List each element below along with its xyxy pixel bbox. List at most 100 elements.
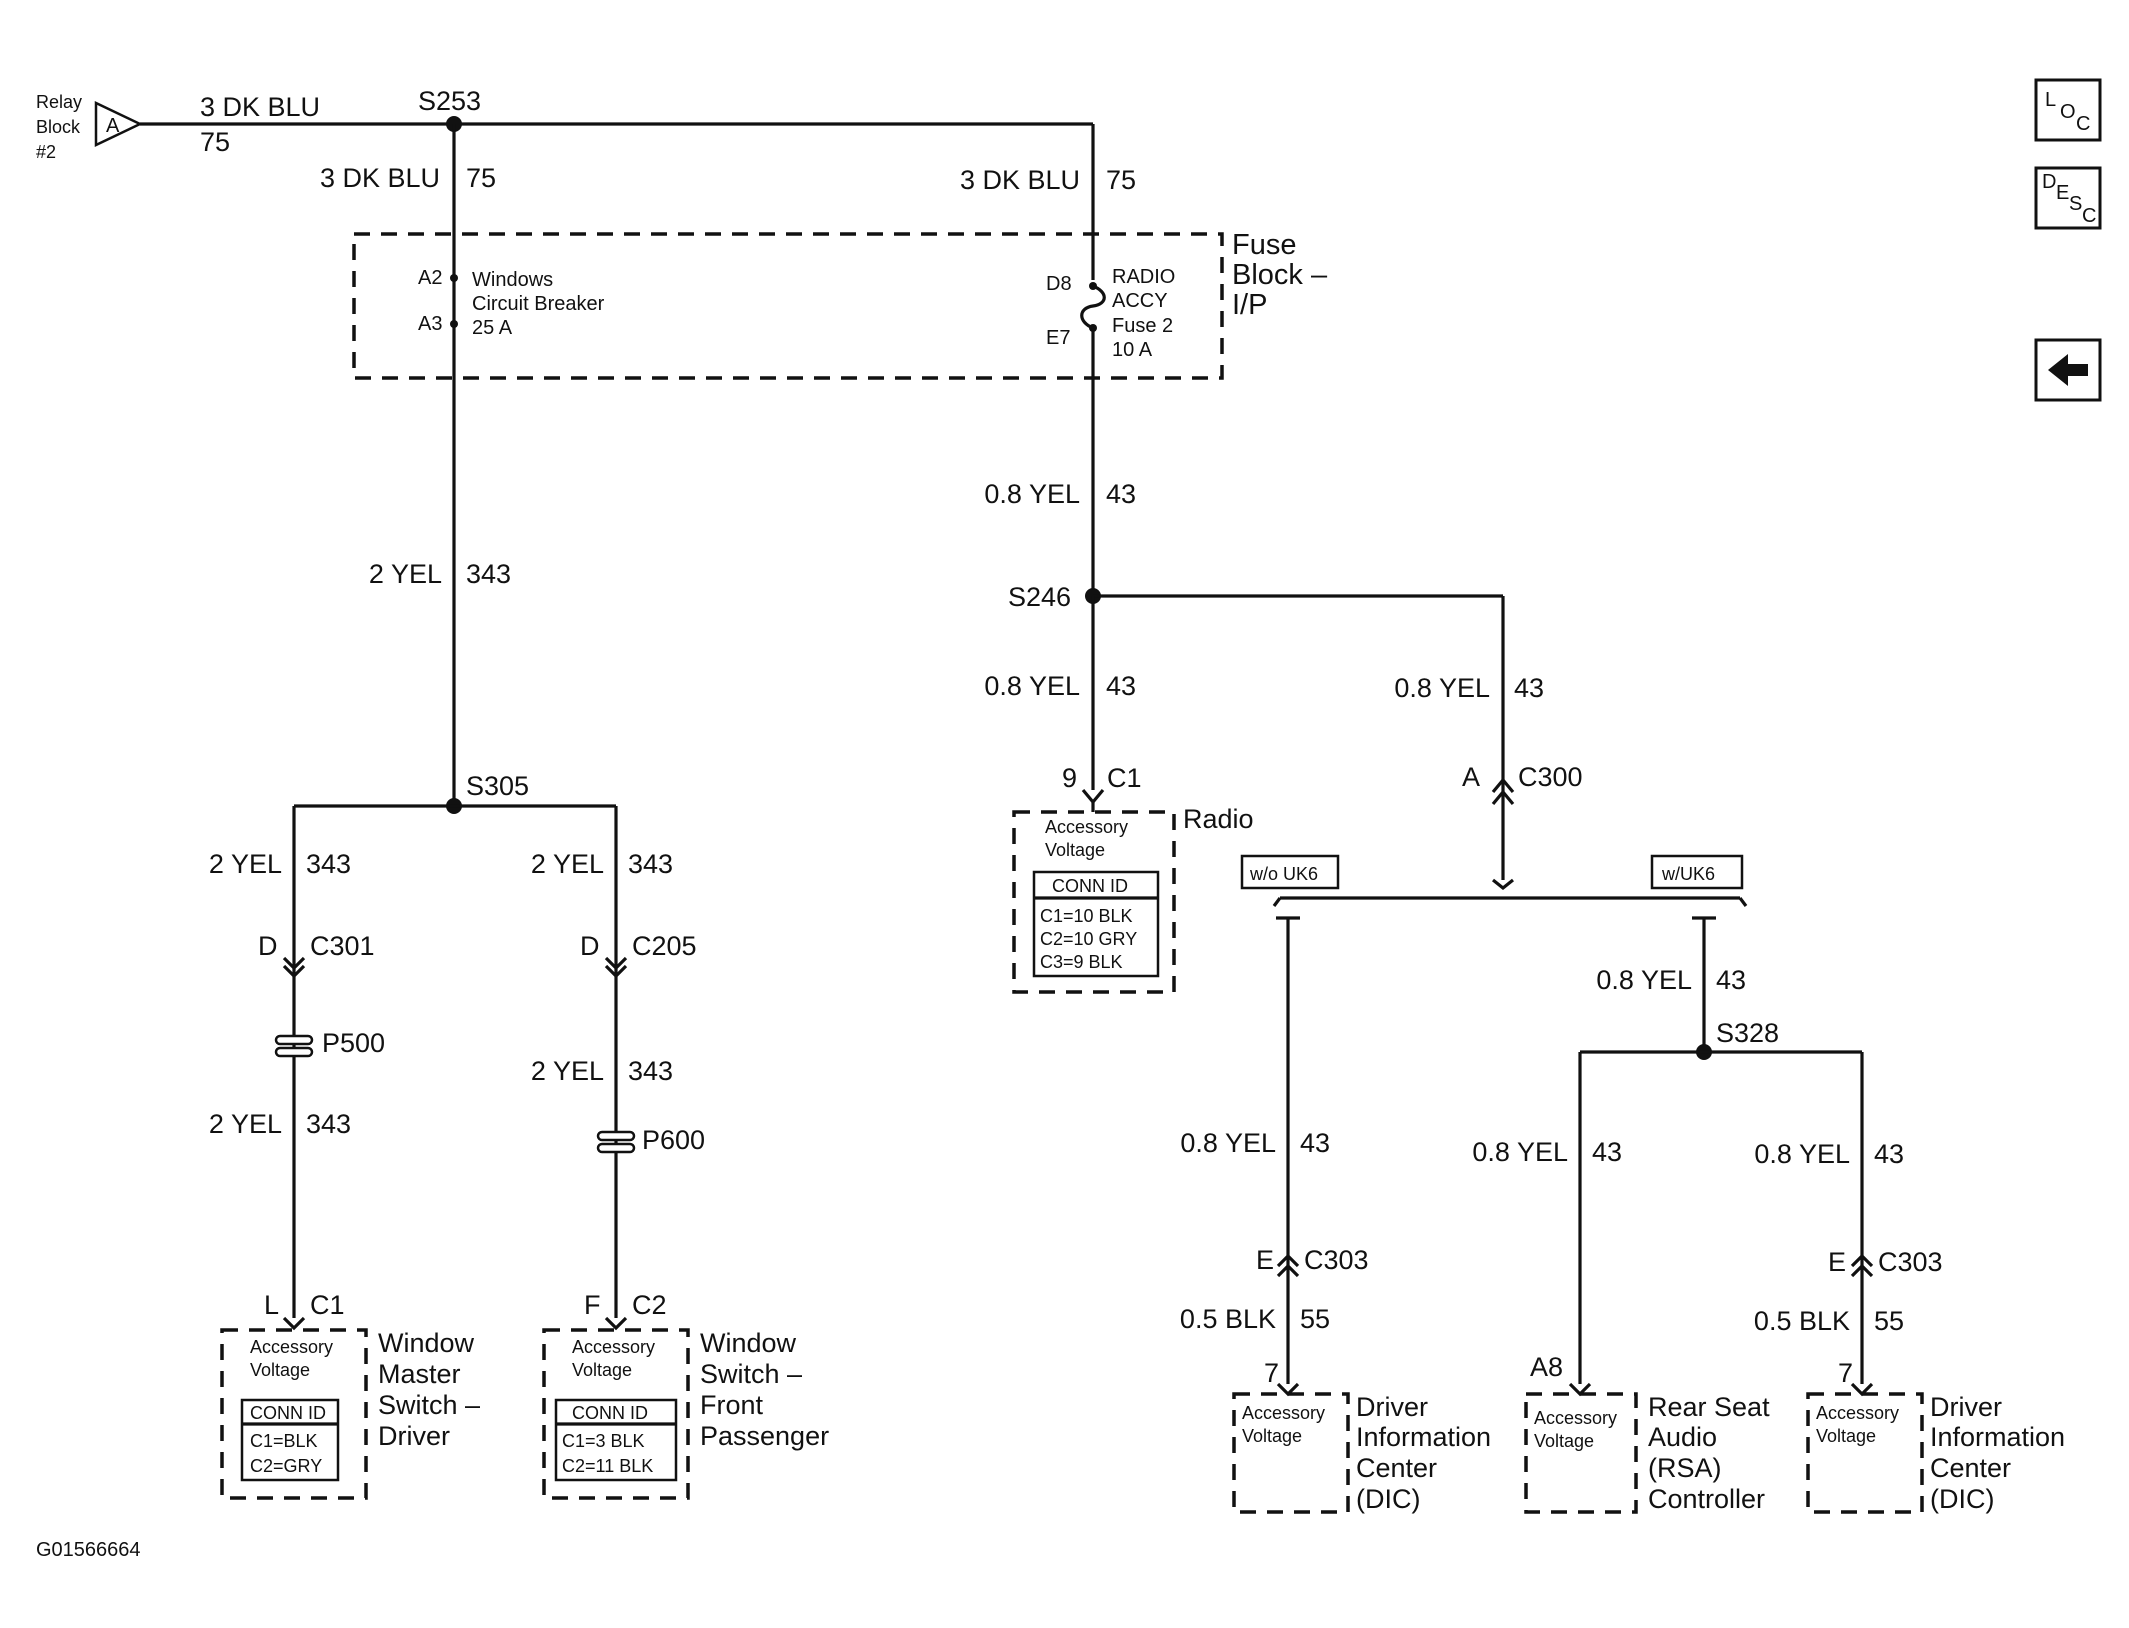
- driver-lower-wire-label: 2 YEL: [209, 1109, 282, 1139]
- driver-pin-label: L: [264, 1290, 279, 1320]
- c303b-connector-top: [1850, 1253, 1874, 1268]
- right-top-circuit-label: 75: [1106, 165, 1136, 195]
- c301-name: C301: [310, 931, 375, 961]
- fuse-label-3: Fuse 2: [1112, 315, 1173, 337]
- fuse-block-title-1: Fuse: [1232, 229, 1296, 261]
- dic2-inner-1: Accessory: [1816, 1403, 1899, 1423]
- splice-s328-label: S328: [1716, 1018, 1779, 1048]
- radio-conn-id-row-3: C3=9 BLK: [1040, 952, 1123, 972]
- fuse-pin-in-label: D8: [1046, 273, 1072, 295]
- c300-wire-label: 0.8 YEL: [1394, 673, 1490, 703]
- dic1-circuit-label: 43: [1300, 1128, 1330, 1158]
- rsa-outline: [1524, 1392, 1638, 1514]
- dic2-lower-wire-label: 0.5 BLK: [1754, 1306, 1850, 1336]
- dic2-pin-label: 7: [1838, 1358, 1853, 1388]
- dic2-circuit-label: 43: [1874, 1139, 1904, 1169]
- driver-pin-symbol: [282, 1316, 306, 1331]
- option-without-uk6-box: [1240, 854, 1340, 890]
- uk6-circuit-label: 43: [1716, 965, 1746, 995]
- window-master-inner-2: Voltage: [250, 1360, 310, 1380]
- driver-upper-circuit-label: 343: [306, 849, 351, 879]
- rsa-title-1: Rear Seat: [1648, 1392, 1770, 1422]
- splice-s253-label: S253: [418, 86, 481, 116]
- radio-conn-id-title: CONN ID: [1052, 876, 1128, 896]
- window-master-inner-1: Accessory: [250, 1337, 333, 1357]
- window-passenger-conn-id-title: CONN ID: [572, 1403, 648, 1423]
- loc-button[interactable]: L O C: [2034, 78, 2102, 142]
- driver-upper-wire-label: 2 YEL: [209, 849, 282, 879]
- passenger-pin-label: F: [584, 1290, 601, 1320]
- p500-upper-plate: [274, 1034, 314, 1046]
- fuse-block-title-2: Block –: [1232, 259, 1328, 291]
- p600-lower-plate: [596, 1142, 636, 1154]
- window-passenger-outline: [542, 1328, 690, 1500]
- window-master-title-2: Master: [378, 1359, 461, 1389]
- radio-connector-name: C1: [1107, 763, 1142, 793]
- desc-letter-c: C: [2082, 205, 2096, 227]
- c301-pin: D: [258, 931, 278, 961]
- radio-connector-symbol: [1081, 788, 1105, 805]
- dic2-title-4: (DIC): [1930, 1484, 1994, 1514]
- window-passenger-title-1: Window: [700, 1328, 797, 1358]
- back-button[interactable]: [2034, 338, 2102, 402]
- main-feed-wire-label: 3 DK BLU: [200, 92, 320, 122]
- option-with-uk6-box: [1650, 854, 1744, 890]
- rsa-title-2: Audio: [1648, 1422, 1717, 1452]
- figure-id: G01566664: [36, 1539, 141, 1561]
- dic1-inner-2: Voltage: [1242, 1426, 1302, 1446]
- desc-letter-d: D: [2042, 171, 2056, 193]
- desc-letter-s: S: [2069, 193, 2082, 215]
- window-master-outline: [220, 1328, 368, 1500]
- dic1-title-2: Information: [1356, 1422, 1491, 1452]
- fuse-symbol: [1080, 284, 1106, 330]
- rsa-title-4: Controller: [1648, 1484, 1765, 1514]
- radio-circuit-label: 43: [1106, 671, 1136, 701]
- breaker-pin-in-label: A2: [418, 267, 442, 289]
- dic1-title-4: (DIC): [1356, 1484, 1420, 1514]
- fuse-block-outline: [352, 232, 1224, 380]
- dic2-outline: [1806, 1392, 1924, 1514]
- dic1-pin-label: 7: [1264, 1358, 1279, 1388]
- breaker-label-2: Circuit Breaker: [472, 293, 605, 315]
- desc-button[interactable]: D E S C: [2034, 166, 2102, 230]
- window-master-conn-id-title: CONN ID: [250, 1403, 326, 1423]
- relay-connector-triangle: [94, 101, 143, 147]
- rsa-inner-2: Voltage: [1534, 1431, 1594, 1451]
- dic2-title-2: Information: [1930, 1422, 2065, 1452]
- breaker-pin-a3: [450, 320, 458, 328]
- c303b-name: C303: [1878, 1247, 1943, 1277]
- radio-outline: [1012, 810, 1176, 994]
- rsa-inner-1: Accessory: [1534, 1408, 1617, 1428]
- left-top-wire-label: 3 DK BLU: [320, 163, 440, 193]
- radio-inner-1: Accessory: [1045, 817, 1128, 837]
- rsa-title-3: (RSA): [1648, 1453, 1722, 1483]
- c205-connector-bottom: [604, 964, 628, 979]
- fuse-label-2: ACCY: [1112, 290, 1168, 312]
- driver-connector-name: C1: [310, 1290, 345, 1320]
- dic2-lower-circuit-label: 55: [1874, 1306, 1904, 1336]
- c300-pin: A: [1462, 762, 1480, 792]
- window-passenger-conn-id-row-2: C2=11 BLK: [562, 1456, 653, 1476]
- main-feed-circuit-label: 75: [200, 127, 230, 157]
- window-passenger-title-3: Front: [700, 1390, 764, 1420]
- radio-conn-id-row-1: C1=10 BLK: [1040, 906, 1133, 926]
- c301-connector-bottom: [282, 964, 306, 979]
- radio-inner-2: Voltage: [1045, 840, 1105, 860]
- relay-connector-letter: A: [106, 115, 120, 137]
- window-master-conn-id-row-2: C2=GRY: [250, 1456, 322, 1476]
- radio-title: Radio: [1183, 804, 1254, 834]
- p500-lower-plate: [274, 1046, 314, 1058]
- dic1-wire-label: 0.8 YEL: [1180, 1128, 1276, 1158]
- passenger-upper-circuit-label: 343: [628, 849, 673, 879]
- left-arrow-icon: [2048, 354, 2088, 386]
- option-with-uk6-label: w/UK6: [1661, 864, 1715, 884]
- window-passenger-conn-id-row-1: C1=3 BLK: [562, 1431, 645, 1451]
- option-without-uk6-label: w/o UK6: [1249, 864, 1318, 884]
- c303a-name: C303: [1304, 1245, 1369, 1275]
- p600-upper-plate: [596, 1130, 636, 1142]
- dic2-wire-label: 0.8 YEL: [1754, 1139, 1850, 1169]
- fuse-label-4: 10 A: [1112, 339, 1153, 361]
- breaker-pin-a2: [450, 274, 458, 282]
- dic1-inner-1: Accessory: [1242, 1403, 1325, 1423]
- passenger-pin-symbol: [604, 1316, 628, 1331]
